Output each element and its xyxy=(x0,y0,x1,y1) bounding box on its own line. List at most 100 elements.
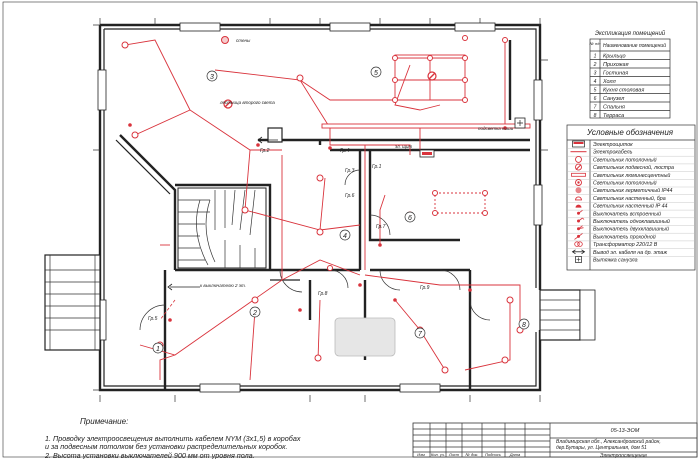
group-tag: Гр.5 xyxy=(148,316,158,322)
group-tag: Гр.8 xyxy=(318,291,328,297)
room-number: 3 xyxy=(210,74,214,81)
column-header: Лист xyxy=(448,452,460,457)
symbol-legend-label: Выключатель двухклавишный xyxy=(593,226,669,233)
recessed-lamp-icon xyxy=(575,179,582,186)
pendant-lamps xyxy=(221,36,437,109)
room-legend-num: 5 xyxy=(594,88,597,94)
column xyxy=(267,127,283,143)
room-legend-num: 8 xyxy=(594,113,597,119)
room-legend-name: Кухня столовая xyxy=(603,88,644,94)
bathroom-fixture xyxy=(334,317,396,357)
group-tag: Гр.6 xyxy=(345,193,355,199)
notes-title: Примечание: xyxy=(80,417,128,426)
built-in-switch-icon xyxy=(577,209,583,215)
wall-lamp-icon xyxy=(575,196,582,201)
room-legend-num: 7 xyxy=(594,105,597,111)
room-number: 7 xyxy=(418,331,423,338)
floor-plan xyxy=(44,18,596,402)
note-line: и за подвесным потолком без установки ра… xyxy=(45,442,287,451)
sealed-lamp-icon xyxy=(575,187,582,194)
note-line: 1. Проводку электроосвещения выполнить к… xyxy=(45,434,301,443)
windows xyxy=(97,22,543,393)
switch-tag: стены xyxy=(236,38,251,43)
light-strips xyxy=(321,54,531,214)
room-number: 8 xyxy=(522,322,526,329)
lamp-note: лестница второго света xyxy=(219,100,275,105)
room-legend-num: 6 xyxy=(594,96,597,102)
pass-switch-icon xyxy=(574,233,583,240)
room-legend-num: 2 xyxy=(593,62,597,68)
room-number: 6 xyxy=(408,215,412,222)
group-tag: Гр.2 xyxy=(260,148,270,154)
shield-icon xyxy=(572,140,585,148)
group-tag: Гр.9 xyxy=(420,285,430,291)
room-number: 2 xyxy=(252,310,257,317)
column-header: Изм xyxy=(417,452,425,457)
riser-note: к выключателю 2 эт. xyxy=(200,283,246,288)
room-number: 4 xyxy=(343,233,347,240)
electrical-panel xyxy=(419,149,435,158)
outer-wall-top xyxy=(100,23,542,290)
fluorescent-lamp-icon xyxy=(571,172,586,177)
single-switch-icon xyxy=(577,217,585,223)
symbol-legend-label: Выключатель проходной xyxy=(593,233,656,240)
cable-risers xyxy=(167,136,278,291)
address-line: дер.Бутары, ул. Центральная, дом 51 xyxy=(556,445,647,451)
extract-fan xyxy=(514,117,526,129)
wall-lamp-sealed-icon xyxy=(575,204,582,208)
symbol-legend-label: Трансформатор 220/12 В xyxy=(593,242,658,248)
group-tag: Гр.1 xyxy=(372,164,382,170)
room-number: 1 xyxy=(156,346,160,353)
extract-fan-icon xyxy=(575,256,582,263)
room-legend-num: 3 xyxy=(594,71,597,77)
room-legend-name: Холл xyxy=(602,79,616,85)
hall-wall xyxy=(318,140,362,270)
drawing-code: 05-13-ЭОМ xyxy=(611,428,640,434)
terrace-steps xyxy=(539,289,596,341)
room-legend-header-name: Наименование помещений xyxy=(603,42,666,49)
transformer-icon xyxy=(574,241,583,247)
extract-note: подсветка ниши xyxy=(478,126,514,131)
symbol-legend: Условные обозначения ЭлектрощитокЭлектро… xyxy=(566,124,696,271)
symbol-legend-label: Выключатель встроенный xyxy=(593,210,661,217)
cable-riser-icon xyxy=(571,249,586,255)
switches xyxy=(128,123,507,322)
double-switch-icon xyxy=(577,225,584,231)
column-header: Подпись xyxy=(485,452,501,457)
room-legend-name: Прихожая xyxy=(603,62,629,68)
room-legend-table: Экспликация помещений № п/п Наименование… xyxy=(590,30,671,120)
bay-wall xyxy=(119,134,177,270)
group-tag: Гр.3 xyxy=(345,168,355,174)
plan-annotations: лестница второго света к выключателю 2 э… xyxy=(148,38,514,322)
symbol-legend-label: Электрощиток xyxy=(593,142,633,148)
ceiling-lamp-icon xyxy=(575,155,582,163)
room-legend-name: Крыльцо xyxy=(603,54,626,60)
symbol-legend-title: Условные обозначения xyxy=(586,128,674,137)
symbol-legend-label: Светильник настенный IP 44 xyxy=(593,203,668,210)
room-legend-name: Санузел xyxy=(603,96,624,102)
room-legend-name: Спальня xyxy=(603,105,625,111)
room-legend-name: Терраса xyxy=(603,113,624,119)
column-header: Кол. уч. xyxy=(431,452,445,457)
room-legend-header-num: № п/п xyxy=(590,41,602,46)
symbol-legend-label: Светильник подвесной, люстра xyxy=(593,164,674,171)
address-line: Владимирская обл., Александровский район… xyxy=(556,438,661,445)
outer-wall-bottom xyxy=(98,25,542,392)
column-header: № док. xyxy=(466,452,479,457)
symbol-legend-label: Выключатель одноклавишный xyxy=(593,218,670,225)
room-legend-name: Гостиная xyxy=(603,71,628,77)
group-tag: Гр.7 xyxy=(376,224,386,230)
porch-steps xyxy=(44,254,101,351)
symbol-legend-label: Светильник потолочный xyxy=(593,180,657,187)
notes-block: Примечание: 1. Проводку электроосвещения… xyxy=(44,417,301,459)
symbol-legend-label: Светильник настенный, бра xyxy=(593,195,666,202)
title-block: 05-13-ЭОМ Владимирская обл., Александров… xyxy=(412,422,698,459)
room-legend-num: 4 xyxy=(594,79,597,85)
symbol-legend-label: Вывод эл. кабеля на др. этаж xyxy=(593,250,667,256)
symbol-legend-label: Светильник люминесцентный xyxy=(593,172,670,179)
staircase xyxy=(177,187,267,269)
